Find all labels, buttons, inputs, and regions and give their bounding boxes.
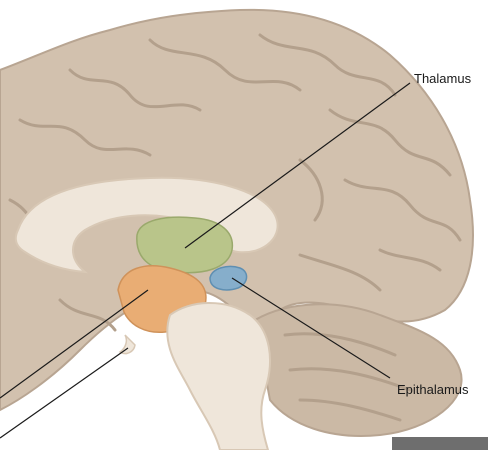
pituitary [118,334,136,355]
pituitary-leader [0,347,129,439]
thalamus-label: Thalamus [414,71,472,86]
gyri [8,33,462,422]
bottom-bar [392,437,488,450]
thalamus-leader [184,82,411,249]
epithalamus-region [209,265,248,291]
thalamus-region [136,216,234,274]
leader-lines [0,82,411,439]
cerebellum [253,303,463,437]
epithalamus-leader [231,277,391,379]
epithalamus-label: Epithalamus [397,382,469,397]
hypothalamus-leader [0,289,149,399]
brainstem [166,302,271,450]
